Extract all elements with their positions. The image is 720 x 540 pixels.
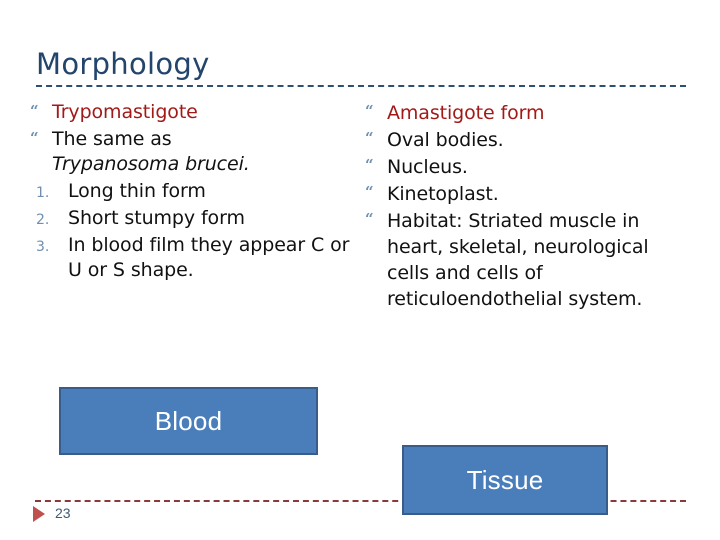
title-divider (36, 85, 686, 87)
list-item-label: Trypomastigote (52, 101, 198, 123)
list-item-label: The same as Trypanosoma brucei. (52, 127, 250, 177)
callout-box-tissue: Tissue (402, 445, 608, 515)
footer-divider (35, 500, 686, 502)
list-number-marker: 1. (36, 185, 50, 201)
list-item-text: The same as (52, 128, 172, 150)
list-item: “ Kinetoplast. (365, 181, 695, 207)
quote-bullet-icon: “ (365, 156, 374, 174)
quote-bullet-icon: “ (365, 102, 374, 120)
list-item: 3. In blood film they appear C or U or S… (30, 233, 360, 283)
quote-bullet-icon: “ (30, 129, 39, 147)
list-item-label: Amastigote form (387, 102, 545, 124)
list-item: “ Nucleus. (365, 154, 695, 180)
list-item: “ Trypomastigote (30, 100, 360, 125)
list-item-label: Nucleus. (387, 156, 468, 178)
list-item-label: Oval bodies. (387, 129, 504, 151)
play-triangle-icon (33, 506, 45, 522)
list-item-label: In blood film they appear C or U or S sh… (68, 234, 350, 281)
list-item: “ Oval bodies. (365, 127, 695, 153)
list-item-label: Long thin form (68, 180, 206, 202)
quote-bullet-icon: “ (365, 210, 374, 228)
right-content-column: “ Amastigote form “ Oval bodies. “ Nucle… (365, 100, 695, 313)
list-item: 1. Long thin form (30, 179, 360, 204)
list-item: “ The same as Trypanosoma brucei. (30, 127, 360, 177)
quote-bullet-icon: “ (30, 102, 39, 120)
callout-box-blood: Blood (59, 387, 318, 455)
list-item-label: Habitat: Striated muscle in heart, skele… (387, 210, 649, 310)
quote-bullet-icon: “ (365, 129, 374, 147)
list-item-species-name: Trypanosoma brucei. (52, 153, 250, 175)
list-item-label: Short stumpy form (68, 207, 245, 229)
list-item: 2. Short stumpy form (30, 206, 360, 231)
quote-bullet-icon: “ (365, 183, 374, 201)
list-item: “ Amastigote form (365, 100, 695, 126)
list-item: “ Habitat: Striated muscle in heart, ske… (365, 208, 695, 312)
left-content-column: “ Trypomastigote “ The same as Trypanoso… (30, 100, 360, 285)
list-item-label: Kinetoplast. (387, 183, 499, 205)
list-number-marker: 2. (36, 212, 50, 228)
page-number: 23 (55, 505, 71, 521)
page-title: Morphology (36, 47, 210, 81)
list-number-marker: 3. (36, 239, 50, 255)
